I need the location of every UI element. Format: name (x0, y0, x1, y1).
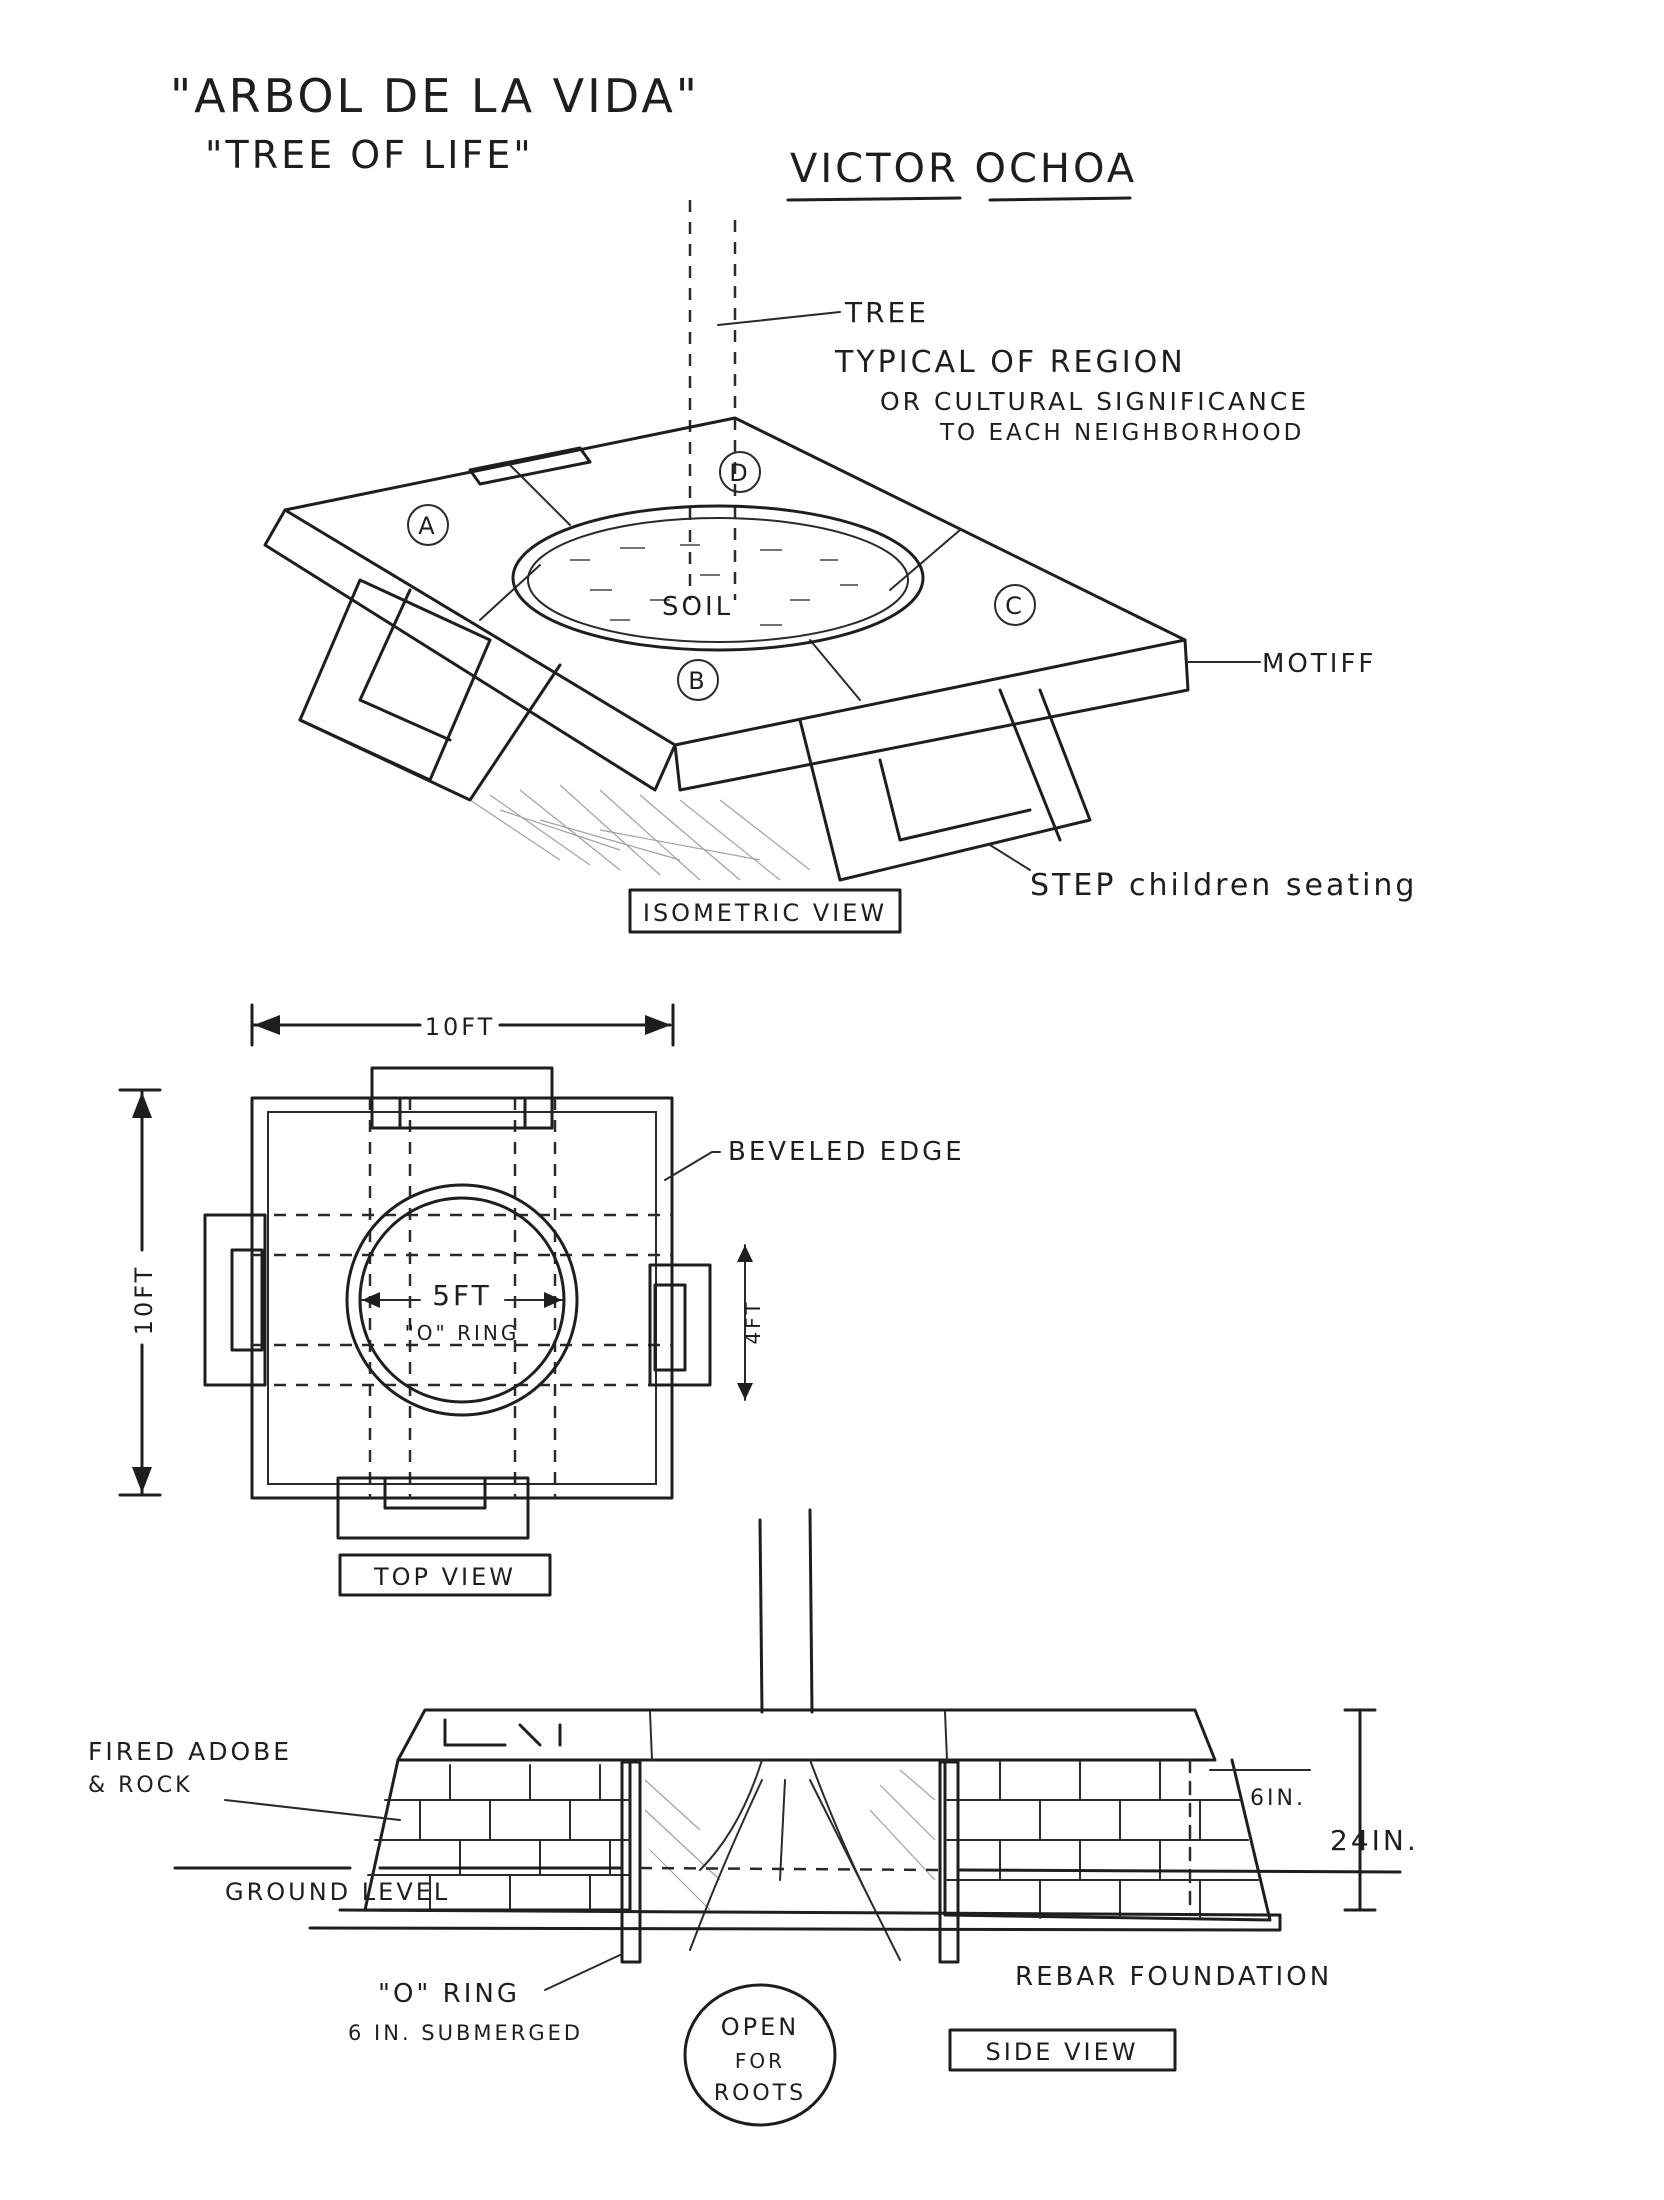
side-view-label: SIDE VIEW (986, 2038, 1139, 2066)
side-view-label-box (948, 2028, 1177, 2072)
top-step-north-tread (398, 1096, 527, 1130)
top-view: 10FT 10FT 5FT "O" RING 4FT BEVELE (118, 1003, 965, 1597)
side-soil-hatch (644, 1769, 936, 1911)
side-tree-trunk (758, 1508, 814, 1714)
open-text-3: ROOTS (714, 2081, 806, 2106)
tree-note-3: TO EACH NEIGHBORHOOD (939, 420, 1304, 446)
panel-c-circle (994, 584, 1036, 626)
tree-label: TREE (844, 296, 929, 329)
side-right-bricks (944, 1758, 1259, 1919)
bevel-leader (664, 1151, 721, 1181)
tree-leader (717, 311, 841, 326)
iso-left-step (298, 578, 492, 782)
iso-plaque (468, 446, 592, 486)
side-left-bricks (367, 1764, 631, 1911)
step-dimension: 4FT (741, 1299, 765, 1344)
ring-label: "O" RING (405, 1321, 520, 1345)
tree-note-2: OR CULTURAL SIGNIFICANCE (880, 387, 1309, 416)
top-view-label: TOP VIEW (373, 1563, 516, 1591)
top-view-label-box (338, 1553, 552, 1597)
width-dimension-line (250, 1003, 675, 1047)
bevel-label: BEVELED EDGE (728, 1137, 965, 1167)
top-step-east (648, 1263, 712, 1387)
iso-soil-texture (570, 544, 858, 626)
side-cap-slab (396, 1708, 1217, 1762)
ground-label: GROUND LEVEL (225, 1878, 450, 1906)
side-roots (689, 1759, 901, 1961)
header: "ARBOL DE LA VIDA" "TREE OF LIFE" VICTOR… (170, 69, 1137, 202)
iso-tree-trunk (688, 200, 737, 600)
foundation-label: REBAR FOUNDATION (1015, 1962, 1332, 1992)
soil-label: SOIL (662, 592, 733, 622)
total-dimension-line (1343, 1708, 1377, 1912)
title-english: "TREE OF LIFE" (205, 133, 534, 177)
top-o-ring-inner (358, 1196, 566, 1404)
side-right-block (943, 1758, 1272, 1922)
top-o-ring-outer (345, 1183, 579, 1417)
iso-panel-seams (479, 464, 961, 701)
top-horizontal-arms (252, 1213, 672, 1387)
top-step-east-tread (653, 1283, 687, 1372)
side-view: FIRED ADOBE & ROCK GROUND LEVEL 6IN. 24I… (88, 1508, 1419, 2127)
iso-right-step-divider (998, 688, 1062, 842)
iso-view-label-box (628, 888, 902, 934)
ground-level-dashed (639, 1866, 941, 1872)
iso-view-label: ISOMETRIC VIEW (643, 899, 887, 927)
top-step-west-tread (230, 1248, 264, 1352)
panel-c-letter: C (1005, 592, 1025, 620)
iso-soil-ring (511, 504, 925, 652)
open-roots-bubble (683, 1983, 837, 2127)
iso-ground-shading (469, 784, 811, 881)
panel-a-letter: A (418, 512, 437, 540)
panel-d-letter: D (729, 459, 750, 487)
side-o-ring-left (620, 1760, 642, 1964)
panel-a-circle (407, 504, 449, 546)
open-text-2: FOR (735, 2049, 785, 2073)
iso-soil-ring-inner (527, 517, 909, 643)
cap-dimension: 6IN. (1250, 1786, 1306, 1811)
top-step-south-tread (383, 1476, 487, 1510)
panel-b-circle (677, 659, 719, 701)
o-ring-note: 6 IN. SUBMERGED (348, 2021, 583, 2045)
panel-d-circle (719, 451, 761, 493)
title-spanish: "ARBOL DE LA VIDA" (170, 69, 700, 123)
iso-platform-left-face (263, 508, 677, 792)
side-cap-relief (443, 1718, 562, 1747)
adobe-label-1: FIRED ADOBE (88, 1737, 292, 1766)
iso-right-step (798, 688, 1092, 882)
side-o-ring-right (938, 1760, 960, 1964)
motiff-label: MOTIFF (1262, 649, 1376, 679)
o-ring-leader (544, 1954, 621, 1991)
adobe-label-2: & ROCK (88, 1773, 193, 1798)
total-dimension: 24IN. (1330, 1824, 1419, 1857)
side-foundation (308, 1908, 1282, 1932)
open-text-1: OPEN (721, 2013, 799, 2041)
panel-b-letter: B (688, 667, 707, 695)
width-dimension: 10FT (425, 1013, 496, 1041)
o-ring-label: "O" RING (378, 1979, 520, 2009)
height-dimension: 10FT (130, 1265, 158, 1336)
ground-level-line (173, 1866, 1402, 1874)
step-note: STEP children seating (1030, 868, 1417, 903)
tree-note-1: TYPICAL OF REGION (834, 345, 1186, 380)
step-leader (989, 844, 1031, 871)
adobe-leader (224, 1799, 401, 1821)
author-underline (786, 196, 1132, 202)
iso-platform-right-face (673, 638, 1190, 792)
side-cap-seams (649, 1711, 948, 1761)
iso-left-step-tread (358, 588, 452, 742)
step-dimension-arrows (737, 1245, 753, 1400)
height-dimension-line (118, 1088, 162, 1497)
ring-dimension: 5FT (432, 1279, 492, 1312)
iso-right-step-tread (878, 758, 1032, 842)
author-name: VICTOR OCHOA (790, 146, 1137, 192)
top-step-west (203, 1213, 267, 1387)
isometric-view: TREE TYPICAL OF REGION OR CULTURAL SIGNI… (263, 200, 1417, 934)
